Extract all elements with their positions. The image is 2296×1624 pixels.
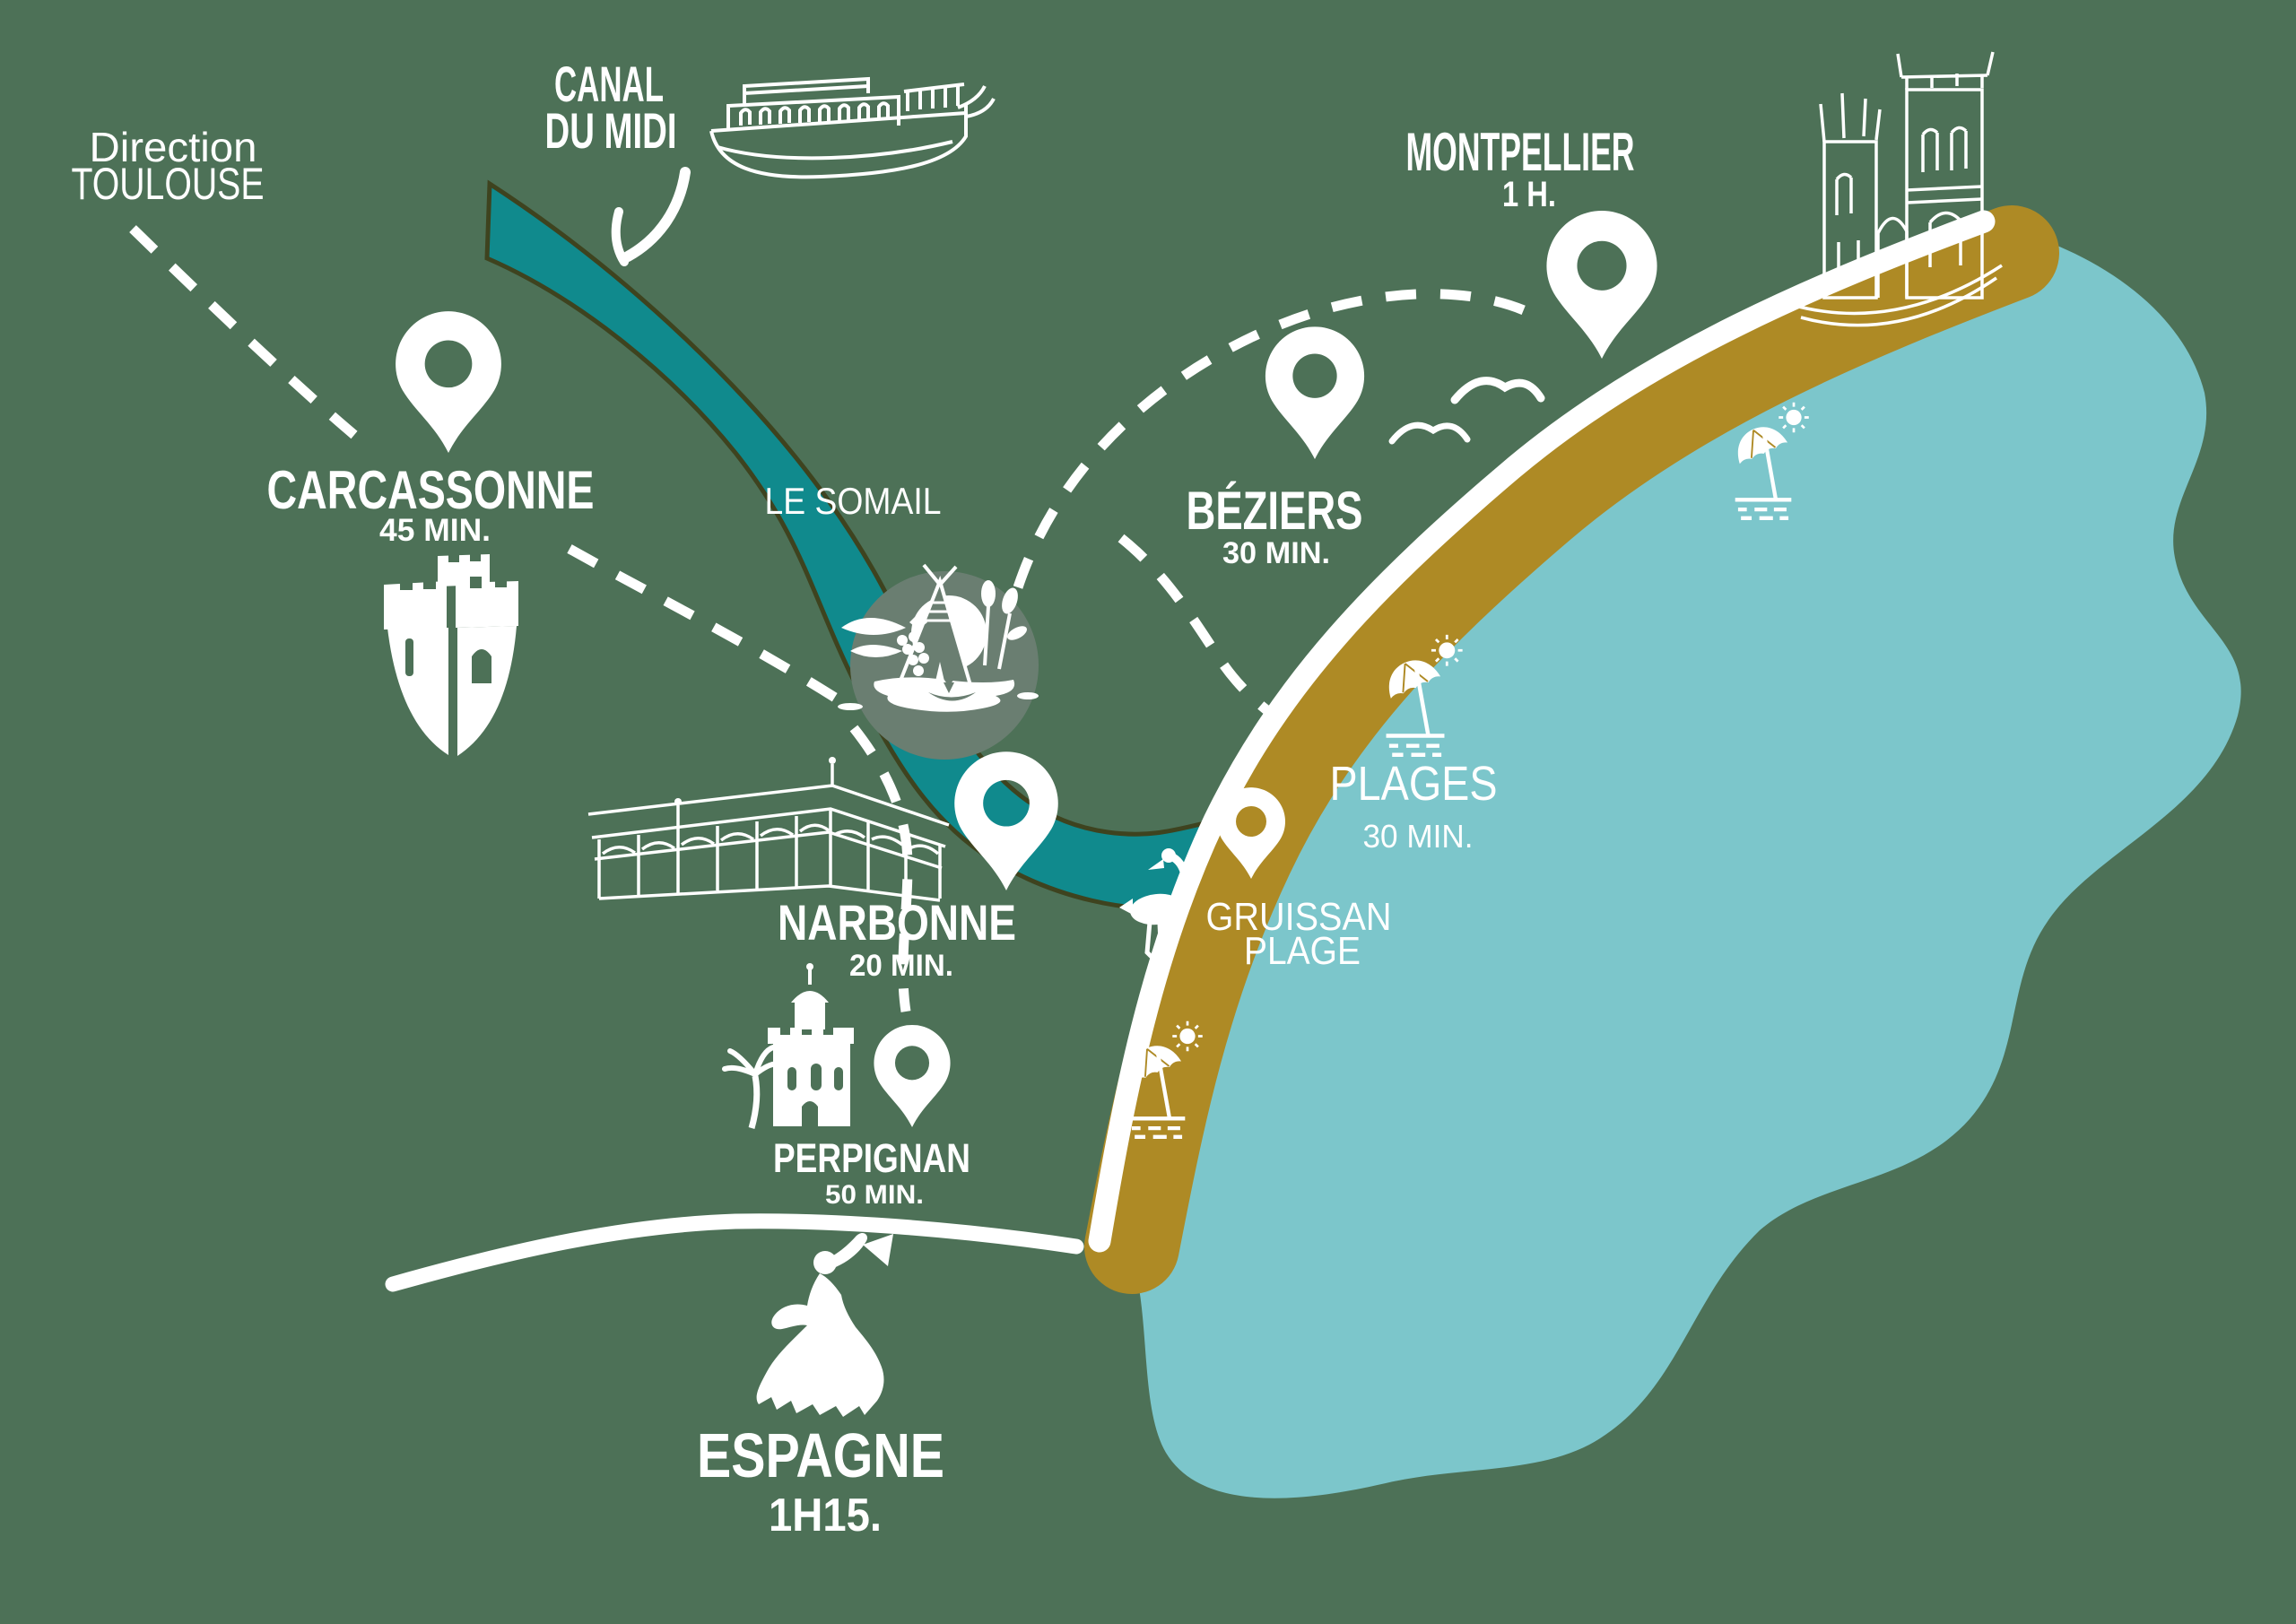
label-narbonne-name: NARBONNE: [778, 894, 1016, 951]
sun-icon: [1779, 402, 1809, 433]
coast-stripe: [1088, 210, 1996, 1253]
flower-icon: [981, 580, 1027, 670]
label-montpellier-name: MONTPELLIER: [1406, 122, 1635, 182]
beach-band: [1084, 205, 2059, 1294]
label-montpellier-time: 1 H.: [1502, 175, 1556, 214]
label-plages-name: PLAGES: [1330, 757, 1498, 811]
label-direction-line1: Direction: [90, 124, 257, 170]
market-hall-icon: [587, 757, 950, 902]
label-gruissan-line2: PLAGE: [1244, 929, 1361, 973]
label-plages-time: 30 MIN.: [1363, 818, 1474, 855]
palm-tree-icon: [748, 1075, 761, 1129]
label-espagne-name: ESPAGNE: [697, 1420, 944, 1490]
dashed-route-montpellier: [1013, 289, 1538, 589]
curved-arrow-icon: [611, 167, 691, 266]
cathedral-icon: [1791, 51, 2003, 327]
campsite-badge-icon: [838, 563, 1039, 760]
dashed-route-toulouse: [129, 225, 855, 713]
castle-shield-icon: [384, 551, 518, 756]
sun-icon: [1431, 634, 1463, 666]
beach-umbrella-icon: [1735, 402, 1809, 521]
flamenco-dancer-icon: [756, 1232, 893, 1417]
canal-boat-icon: [709, 76, 996, 179]
label-canal-line2: DU MIDI: [545, 102, 677, 159]
beach-umbrella-icon: [1128, 1020, 1203, 1140]
sea-shape: [1135, 235, 2241, 1498]
castillet-tower-icon: [722, 963, 854, 1129]
label-narbonne-time: 20 MIN.: [849, 949, 953, 983]
beach-umbrella-icon: [1386, 634, 1463, 758]
sun-icon: [1172, 1020, 1203, 1052]
water-icon: [874, 677, 1015, 712]
label-espagne-time: 1H15.: [769, 1489, 882, 1541]
label-perpignan-name: PERPIGNAN: [773, 1135, 970, 1181]
label-gruissan-line1: GRUISSAN: [1206, 895, 1392, 939]
label-canal-line1: CANAL: [554, 56, 664, 112]
label-direction-line2: TOULOUSE: [72, 159, 265, 209]
label-carcassonne-name: CARCASSONNE: [267, 460, 595, 520]
grapes-icon: [897, 631, 929, 676]
label-beziers-name: BÉZIERS: [1187, 481, 1363, 541]
canoe-icon: [928, 692, 976, 701]
label-beziers-time: 30 MIN.: [1222, 536, 1330, 570]
seagull-icon: [1388, 377, 1545, 445]
label-le-somail: LE SOMAIL: [765, 480, 942, 522]
label-carcassonne-time: 45 MIN.: [379, 513, 491, 548]
label-perpignan-time: 50 MIN.: [825, 1180, 924, 1210]
flamingo-icon: [1119, 848, 1190, 1002]
leaf-icon: [841, 618, 906, 635]
coast-road-arc: [385, 1213, 1084, 1292]
